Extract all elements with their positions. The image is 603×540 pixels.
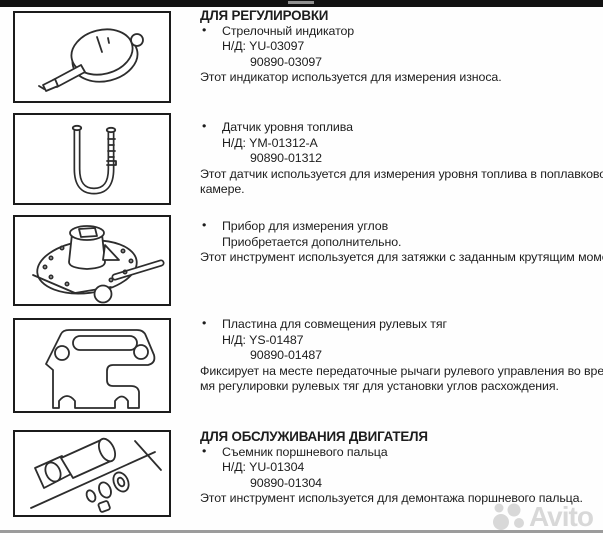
part-number-secondary: 90890-03097 (250, 54, 322, 69)
tool-name: Прибор для измерения углов (222, 219, 389, 233)
part-number-primary: Н/Д: YU-03097 (222, 39, 305, 54)
bullet-marker: • (202, 218, 207, 232)
avito-logo-icon (493, 503, 524, 530)
figure-piston-pin-puller (13, 430, 171, 517)
bullet-marker: • (202, 316, 207, 330)
tool-description: мя регулировки рулевых тяг для установки… (200, 379, 559, 394)
tool-description: Фиксирует на месте передаточные рычаги р… (200, 363, 603, 378)
part-number-secondary: 90890-01304 (250, 475, 322, 490)
bullet-marker: • (202, 443, 207, 458)
fuel-level-gauge-icon (71, 124, 117, 195)
piston-pin-puller-icon (30, 437, 162, 513)
section-tie-rod-plate: • Пластина для совмещения рулевых тяг Н/… (200, 316, 603, 395)
section-fuel-gauge: • Датчик уровня топлива Н/Д: YM-01312-A … (200, 119, 603, 198)
part-number-primary: Н/Д: YM-01312-A (222, 135, 318, 150)
part-number-primary: Н/Д: YU-01304 (222, 460, 305, 475)
section-adjustment: ДЛЯ РЕГУЛИРОВКИ • Стрелочный индикатор Н… (200, 8, 602, 86)
avito-watermark-label: Avito (529, 501, 594, 532)
angle-measuring-device-icon (32, 225, 165, 304)
tie-rod-alignment-plate-icon (45, 329, 156, 409)
bullet-marker: • (202, 22, 207, 37)
availability-note: Приобретается дополнительно. (222, 234, 402, 249)
part-number-secondary: 90890-01487 (250, 348, 322, 363)
figure-fuel-level-gauge (13, 113, 171, 205)
tool-name-row: • Пластина для совмещения рулевых тяг (200, 316, 602, 333)
section-angle-device: • Прибор для измерения углов Приобретает… (200, 218, 603, 266)
tool-name-row: • Стрелочный индикатор (200, 22, 602, 40)
bullet-marker: • (202, 119, 207, 133)
dial-indicator-icon (38, 28, 144, 92)
tool-name: Съемник поршневого пальца (222, 444, 388, 459)
avito-watermark: Avito (492, 501, 594, 533)
cropped-text-fragment (288, 1, 314, 4)
figure-angle-measuring-device (13, 215, 171, 306)
tool-name: Стрелочный индикатор (222, 23, 355, 38)
tool-description: камере. (200, 182, 245, 197)
figure-dial-indicator (13, 11, 171, 103)
tool-name: Датчик уровня топлива (222, 120, 353, 134)
tool-name: Пластина для совмещения рулевых тяг (222, 317, 447, 331)
tool-description: Этот инструмент используется для затяжки… (200, 250, 603, 265)
section-heading: ДЛЯ ОБСЛУЖИВАНИЯ ДВИГАТЕЛЯ (200, 429, 428, 444)
tool-name-row: • Съемник поршневого пальца (200, 443, 602, 461)
part-number-primary: Н/Д: YS-01487 (222, 332, 304, 347)
figure-tie-rod-alignment-plate (13, 318, 171, 413)
tool-description: Этот инструмент используется для демонта… (200, 491, 583, 506)
page-bottom-rule (0, 530, 603, 533)
section-engine-service: ДЛЯ ОБСЛУЖИВАНИЯ ДВИГАТЕЛЯ • Съемник пор… (200, 429, 602, 507)
page-top-crop-bar (0, 0, 603, 7)
tool-name-row: • Прибор для измерения углов (200, 218, 602, 235)
section-heading: ДЛЯ РЕГУЛИРОВКИ (200, 8, 329, 23)
tool-name-row: • Датчик уровня топлива (200, 119, 602, 136)
part-number-secondary: 90890-01312 (250, 151, 322, 166)
tool-description: Этот датчик используется для измерения у… (200, 166, 603, 181)
tool-description: Этот индикатор используется для измерени… (200, 70, 502, 85)
